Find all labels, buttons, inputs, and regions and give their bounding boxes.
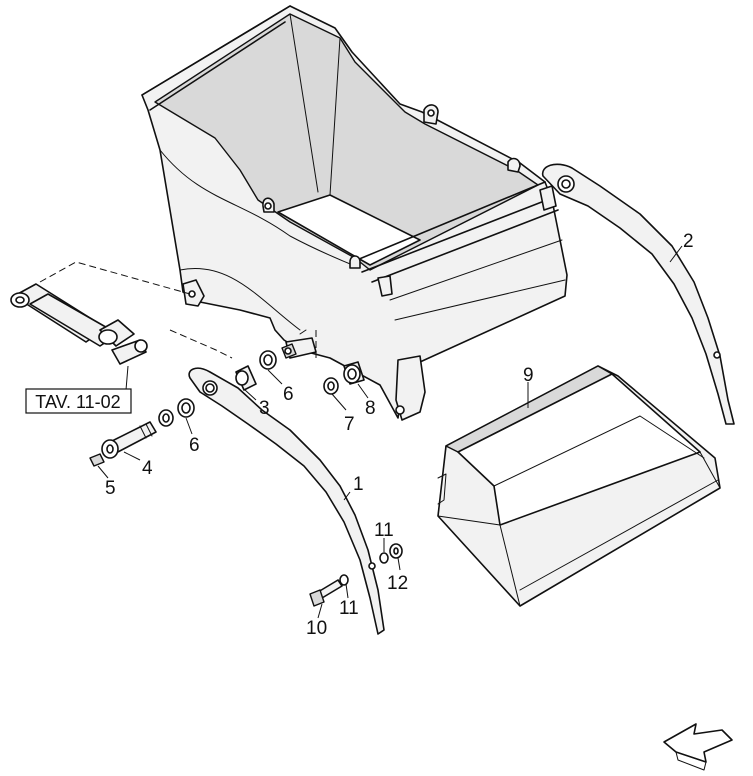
left-support-arm — [188, 367, 385, 635]
bushing-8 — [343, 361, 365, 385]
hopper-bucket — [141, 5, 568, 421]
callout-6b: 6 — [189, 435, 200, 456]
direction-arrow-icon — [663, 723, 733, 771]
washer-11-lower — [339, 574, 349, 586]
bushing-3 — [235, 365, 257, 391]
callout-3: 3 — [259, 398, 270, 419]
callout-6a: 6 — [283, 384, 294, 405]
pin-4 — [101, 421, 157, 459]
nut-12 — [389, 543, 403, 559]
callout-1: 1 — [353, 474, 364, 495]
callout-9: 9 — [523, 365, 534, 386]
collector-box-9 — [437, 365, 721, 607]
callout-10: 10 — [306, 618, 327, 639]
callout-4: 4 — [142, 458, 153, 479]
callout-2: 2 — [683, 231, 694, 252]
callout-5: 5 — [105, 478, 116, 499]
bolt-10 — [309, 579, 343, 607]
reference-label: TAV. 11-02 — [35, 392, 120, 412]
right-support-arm — [541, 163, 735, 425]
washer-7 — [323, 377, 339, 395]
grease-nipple-5 — [89, 453, 105, 467]
leader-lines — [97, 245, 683, 619]
nut-top — [281, 343, 297, 359]
hydraulic-cylinder — [10, 261, 233, 391]
callout-11a: 11 — [374, 520, 394, 541]
washer-6-lower — [158, 398, 195, 427]
washer-6-upper — [259, 350, 277, 370]
washer-11-upper — [379, 552, 389, 564]
callout-11b: 11 — [339, 598, 359, 619]
callout-8: 8 — [365, 398, 376, 419]
reference-box: TAV. 11-02 — [25, 388, 132, 414]
callout-12: 12 — [387, 573, 408, 594]
callout-7: 7 — [344, 414, 355, 435]
callout-numbers: 1 2 3 4 5 6 6 7 8 9 10 11 11 12 — [105, 231, 694, 639]
